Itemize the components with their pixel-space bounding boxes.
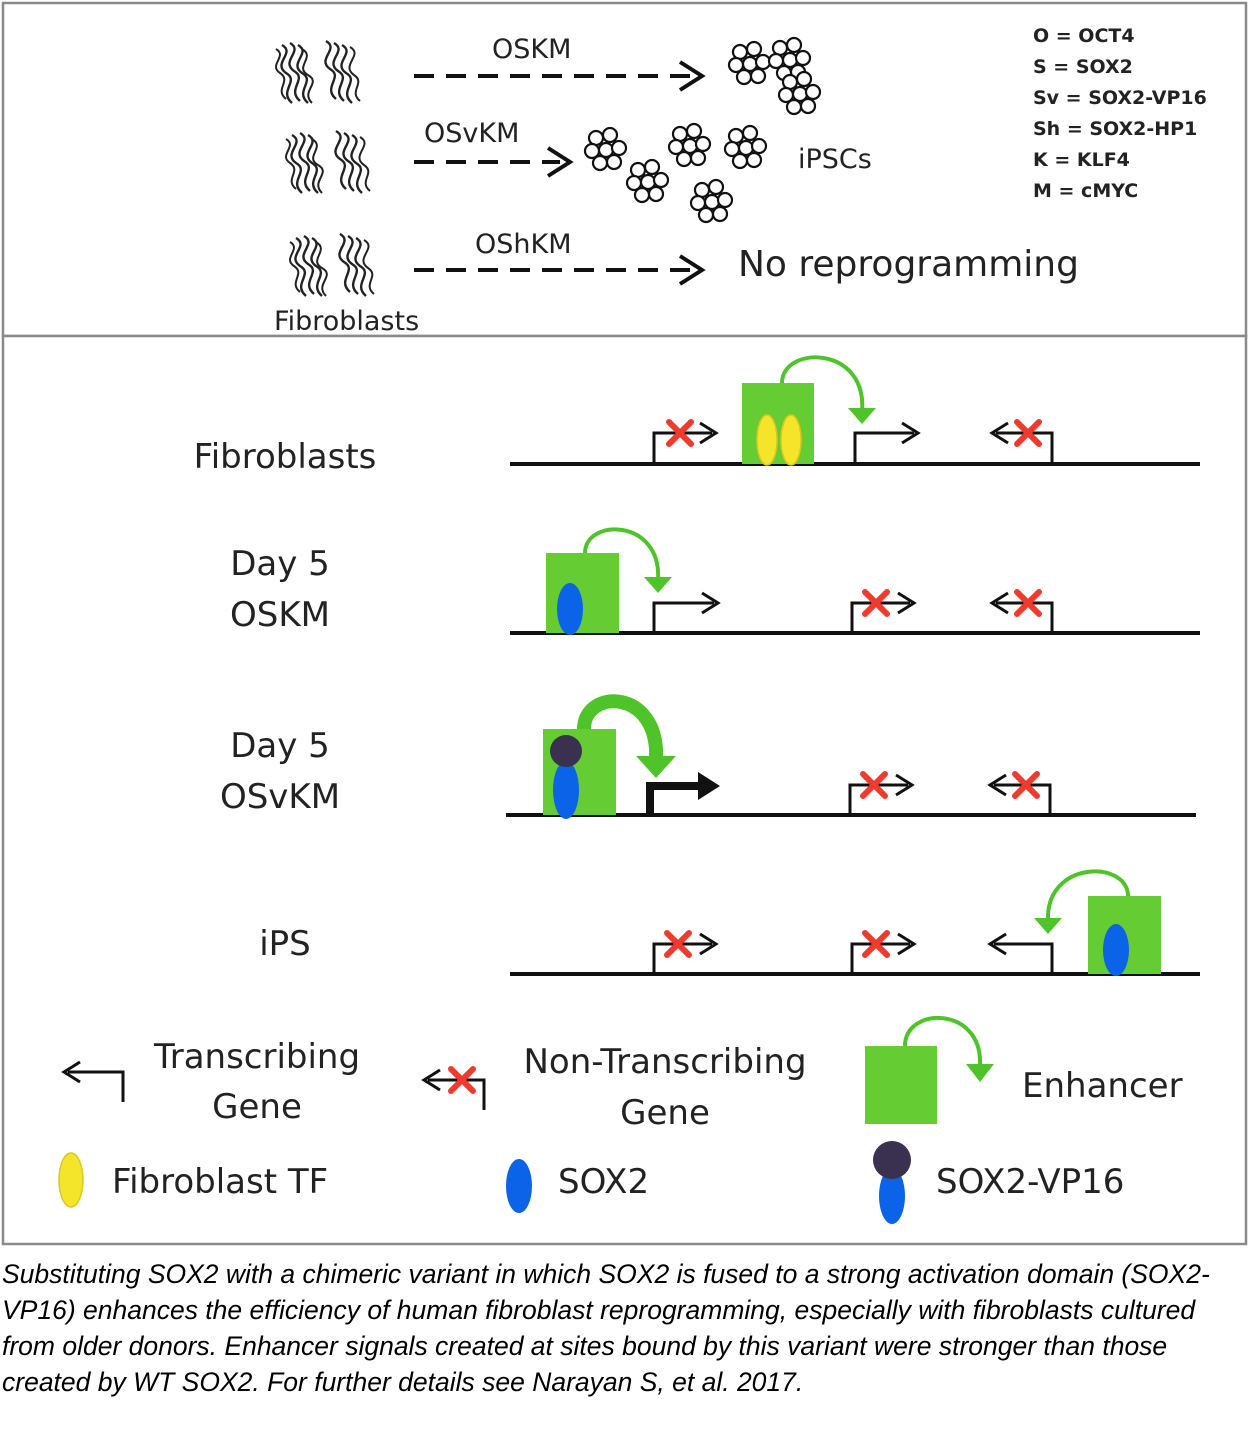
legend-enhancer-label: Enhancer	[1022, 1066, 1183, 1106]
osvkm-factor-label: OSvKM	[424, 118, 519, 149]
non-transcribing-gene-icon	[989, 592, 1054, 633]
vp16-domain-icon	[550, 735, 582, 767]
non-transcribing-gene-icon	[652, 933, 719, 974]
row-label-osvkm: OSvKM	[220, 777, 340, 817]
non-transcribing-gene-icon	[989, 422, 1054, 464]
top-panel: O = OCT4 S = SOX2 Sv = SOX2-VP16 Sh = SO…	[274, 25, 1207, 337]
row-label-ips: iPS	[259, 924, 311, 964]
enhancer-box	[546, 553, 619, 633]
legend-fibroblast-tf-label: Fibroblast TF	[112, 1162, 328, 1202]
enhancer-arrow-head-icon	[1034, 918, 1062, 934]
legend-sox2-label: SOX2	[558, 1162, 649, 1202]
row-label-oskm: OSKM	[230, 595, 330, 635]
legend-sox2-vp16-icon	[873, 1141, 911, 1224]
legend-sox2-vp16-label: SOX2-VP16	[936, 1162, 1124, 1202]
arrow-head-icon	[546, 146, 574, 178]
sox2-icon	[557, 583, 583, 635]
legend-non-transcribing-gene-icon	[421, 1069, 486, 1110]
figure-caption: Substituting SOX2 with a chimeric varian…	[2, 1259, 1210, 1397]
enhancer-arrow-head-icon	[848, 408, 876, 424]
enhancer-loop-arrow	[583, 527, 661, 581]
reprogramming-diagram: O = OCT4 S = SOX2 Sv = SOX2-VP16 Sh = SO…	[1, 1, 1248, 1246]
sox2-icon	[1103, 924, 1129, 976]
transcribing-gene-icon	[853, 421, 921, 464]
row-label-day5: Day 5	[230, 726, 330, 766]
enhancer-loop-arrow	[780, 355, 865, 413]
legend-transcribing-label: Gene	[212, 1087, 302, 1127]
legend-sox2-vp16: Sv = SOX2-VP16	[1033, 87, 1207, 109]
transcribing-gene-icon	[987, 932, 1054, 974]
legend-sox2: S = SOX2	[1033, 56, 1133, 78]
row-label-day5: Day 5	[230, 544, 330, 584]
non-transcribing-gene-icon	[850, 933, 917, 974]
sox2-vp16-sox2-part-icon	[553, 761, 579, 819]
oshkm-factor-label: OShKM	[475, 229, 572, 260]
non-transcribing-gene-icon	[848, 774, 915, 815]
enhancer-arrow-head-icon	[644, 577, 672, 593]
enhancer-box	[742, 383, 814, 464]
oskm-factor-label: OSKM	[492, 34, 571, 65]
row-label-fibroblasts: Fibroblasts	[194, 437, 377, 477]
bottom-panel-border	[1, 334, 1248, 1246]
top-panel-border	[1, 1, 1248, 338]
day5-osvkm-locus	[506, 694, 1196, 819]
legend-transcribing-label: Transcribing	[153, 1037, 360, 1077]
enhancer-loop-arrow	[1045, 869, 1130, 921]
legend-non-transcribing-label: Gene	[620, 1093, 710, 1133]
fibroblast-tf-icon	[756, 414, 778, 466]
non-transcribing-gene-icon	[652, 422, 719, 464]
arrow-head-icon	[678, 254, 706, 286]
factor-legend: O = OCT4 S = SOX2 Sv = SOX2-VP16 Sh = SO…	[1033, 25, 1207, 202]
fibroblasts-caption-label: Fibroblasts	[274, 306, 419, 337]
symbol-legend: Transcribing Gene Non-Transcribing Gene …	[58, 1016, 1183, 1224]
legend-non-transcribing-label: Non-Transcribing	[523, 1042, 806, 1082]
fibroblasts-locus	[510, 355, 1200, 466]
legend-cmyc: M = cMYC	[1033, 180, 1138, 202]
legend-sox2-hp1: Sh = SOX2-HP1	[1033, 118, 1197, 140]
ips-locus	[510, 869, 1200, 976]
legend-oct4: O = OCT4	[1033, 25, 1135, 47]
legend-sox2-icon	[506, 1159, 532, 1213]
osvkm-row: OSvKM iPSCs	[284, 118, 872, 224]
legend-transcribing-gene-icon	[61, 1060, 125, 1102]
transcribing-gene-icon	[652, 591, 721, 633]
legend-enhancer-icon	[865, 1016, 994, 1124]
day5-oskm-locus	[510, 527, 1200, 635]
no-reprogramming-label: No reprogramming	[738, 244, 1079, 285]
row-labels: Fibroblasts Day 5 OSKM Day 5 OSvKM iPS	[194, 437, 377, 964]
enhancer-arrow-head-icon	[636, 756, 676, 778]
strong-enhancer-loop-arrow	[577, 694, 664, 761]
non-transcribing-gene-icon	[850, 592, 917, 633]
non-transcribing-gene-icon	[987, 774, 1052, 815]
oshkm-row: OShKM No reprogramming	[288, 229, 1079, 298]
strongly-transcribing-gene-icon	[646, 772, 720, 815]
oskm-row: OSKM	[274, 34, 822, 116]
arrow-head-icon	[678, 60, 706, 92]
fibroblast-tf-icon	[780, 414, 802, 466]
legend-klf4: K = KLF4	[1033, 149, 1130, 171]
legend-fibroblast-tf-icon	[58, 1152, 84, 1208]
ipscs-label: iPSCs	[798, 144, 872, 175]
